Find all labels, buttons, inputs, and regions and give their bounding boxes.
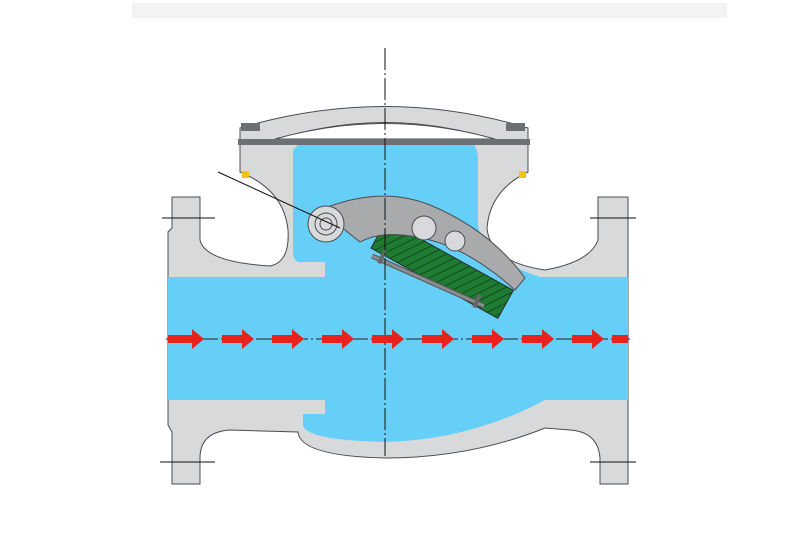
flow-arrow xyxy=(572,329,604,349)
leader-line xyxy=(217,171,341,229)
cover-plate xyxy=(238,139,530,145)
bolt-right xyxy=(519,171,526,178)
flow-arrow-tail xyxy=(612,335,628,343)
disc-rod xyxy=(370,249,486,309)
cover-corner-right xyxy=(506,123,525,131)
flow-arrow xyxy=(522,329,554,349)
flange-lines xyxy=(160,217,636,463)
bonnet-cover-window xyxy=(274,123,496,140)
hinge-pin-outer xyxy=(307,205,345,243)
top-bar xyxy=(132,3,727,18)
flow-arrow xyxy=(222,329,254,349)
flow-arrow xyxy=(322,329,354,349)
flow-arrow-tail xyxy=(168,335,174,343)
flow-arrows xyxy=(168,329,628,349)
cover-corner-left xyxy=(241,123,260,131)
hinge-pin-mid xyxy=(314,212,338,236)
counterweight-ball-1 xyxy=(411,215,437,241)
flow-arrow xyxy=(422,329,454,349)
flow-arrow xyxy=(372,329,404,349)
flow-arrow xyxy=(272,329,304,349)
counterweight-ball-2 xyxy=(444,230,466,252)
flow-arrow xyxy=(472,329,504,349)
bolt-left xyxy=(242,171,249,178)
flow-arrow xyxy=(172,329,204,349)
water-flow-region xyxy=(168,143,628,442)
hinge-arm xyxy=(319,195,526,291)
